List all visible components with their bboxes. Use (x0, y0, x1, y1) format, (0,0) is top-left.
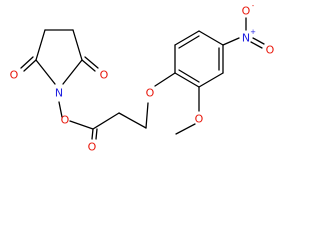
bond-ring-c (198, 30, 224, 46)
bond-ring-f (174, 72, 200, 88)
bond-o-carbonyl-c (69, 120, 94, 130)
butanoate-chain (69, 102, 149, 140)
benzene-ring (154, 17, 265, 135)
molecule-drawing: O O N O O O O N + O - O (10, 2, 275, 154)
bond-ring-c3-c2 (35, 29, 46, 61)
atom-o-imide-right: O (100, 69, 109, 82)
bond-ring-c4-c5 (72, 29, 83, 61)
succinimide-ring (20, 29, 99, 118)
bond-ring-f-inner (178, 69, 200, 83)
bond-chain-3 (145, 102, 149, 129)
charge-o-nitro-top: - (252, 2, 255, 10)
atom-o-ether: O (146, 87, 155, 100)
bond-ester-carbonyl-1 (91, 128, 94, 140)
atom-o-nitro-right: O (266, 44, 275, 57)
atom-o-carbonyl: O (88, 141, 97, 154)
bond-n-o (58, 101, 63, 118)
bond-aryl-nitro (222, 37, 240, 46)
atom-o-nitro-top: O (242, 5, 251, 18)
bond-ring-e (198, 72, 224, 88)
bond-nitro-o-right-1 (252, 37, 265, 45)
bond-carbonyl-left-1 (23, 59, 37, 72)
atom-n-nitro: N (242, 32, 250, 45)
atom-labels: O O N O O O O N + O - O (10, 2, 275, 154)
atom-o-methoxy: O (195, 113, 204, 126)
bond-methoxy-methyl (175, 123, 196, 135)
bond-chain-1 (92, 112, 120, 130)
atom-n-imide: N (55, 87, 63, 100)
bond-ring-b (174, 30, 200, 46)
bond-ester-carbonyl-2 (95, 128, 98, 140)
molecule-structure-canvas: O O N O O O O N + O - O (10, 2, 275, 154)
bond-nitro-o-right-2 (250, 41, 263, 49)
bond-o-aryl (154, 72, 176, 87)
bond-ring-c5-n (62, 59, 83, 85)
bond-ring-c2-n (35, 59, 56, 85)
bond-ring-b-inner (178, 35, 200, 49)
charge-n-nitro: + (250, 28, 256, 36)
atom-o-nhs-ester: O (61, 114, 70, 127)
bond-chain-2 (118, 112, 147, 129)
bond-carbonyl-right-1 (81, 59, 96, 72)
bond-carbonyl-left-2 (20, 56, 34, 69)
atom-o-imide-left: O (10, 69, 19, 82)
bond-carbonyl-right-2 (84, 56, 99, 69)
